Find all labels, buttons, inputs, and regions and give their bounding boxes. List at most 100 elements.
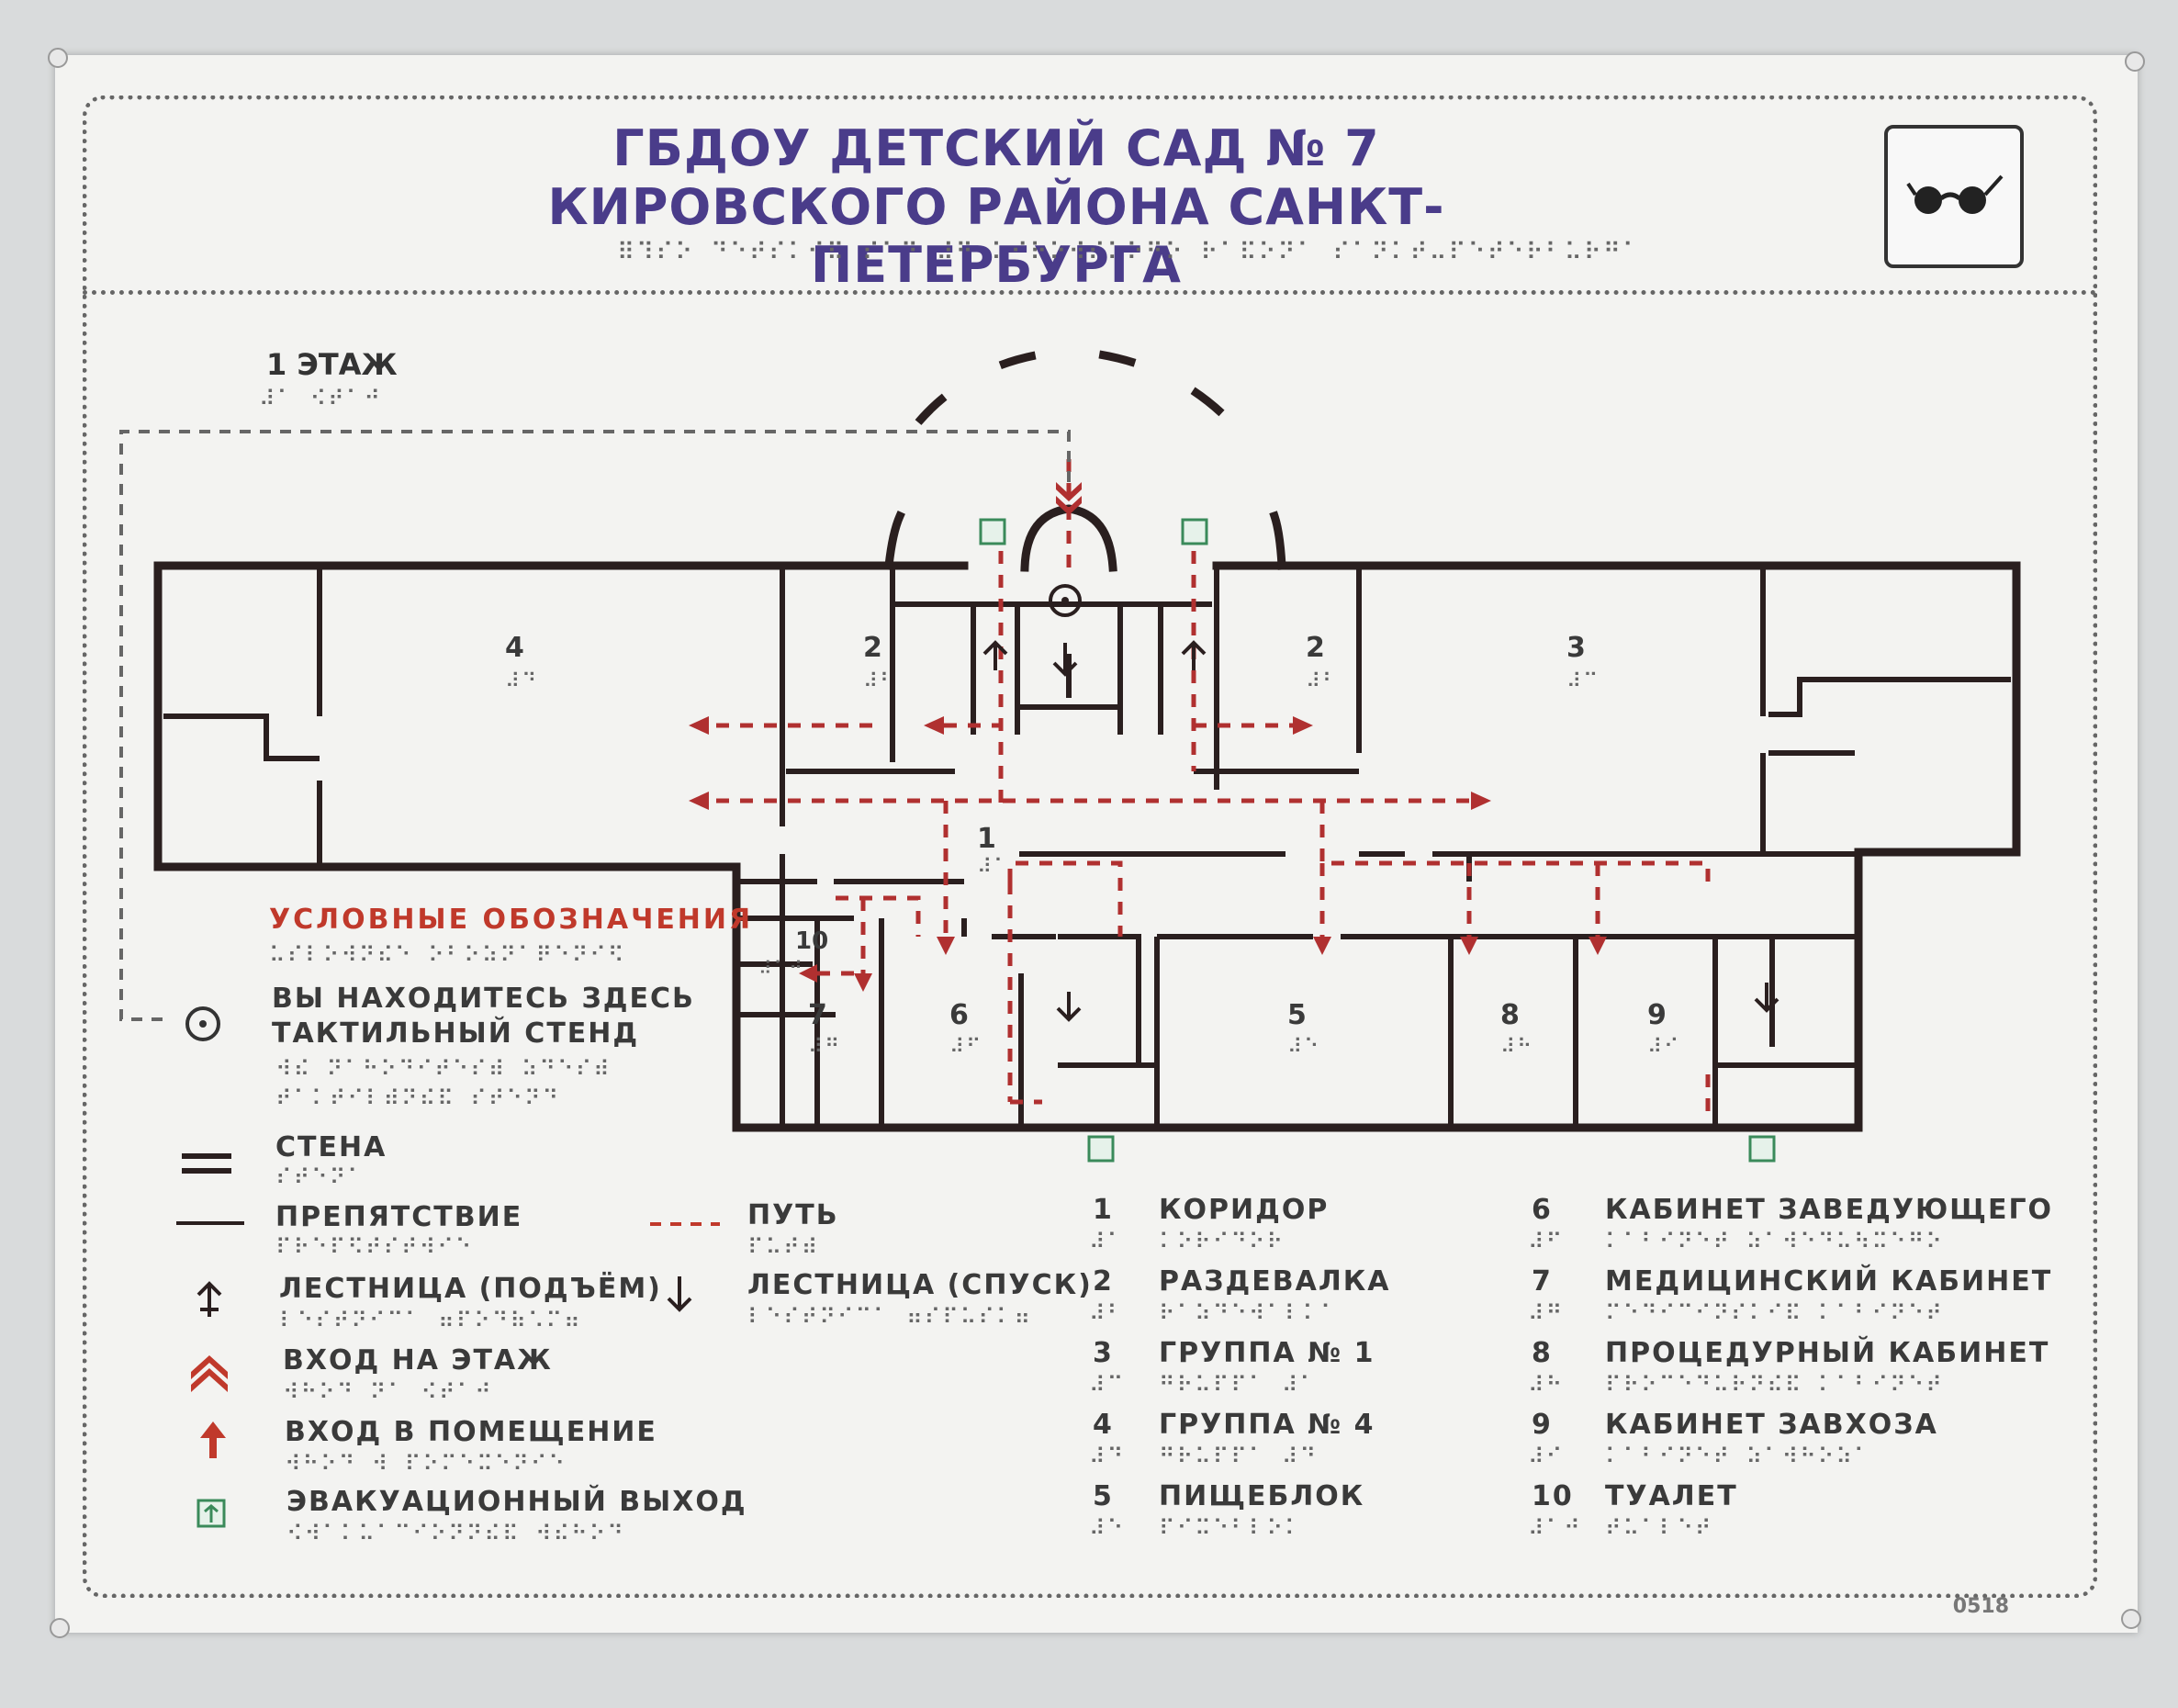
plate-frame [83, 96, 2097, 1598]
room-list-braille: ⠍⠑⠙⠊⠉⠊⠝⠎⠅⠊⠯ ⠅⠁⠃⠊⠝⠑⠞ [1605, 1300, 1944, 1326]
title-line-1: ГБДОУ ДЕТСКИЙ САД № 7 [612, 119, 1380, 177]
room-list-num: 2 [1093, 1265, 1114, 1298]
room-list-num: 7 [1532, 1265, 1553, 1298]
legend-here-line1: ВЫ НАХОДИТЕСЬ ЗДЕСЬ [272, 983, 695, 1015]
room-braille: ⠼⠁⠚ [758, 957, 804, 979]
legend-evacuation: ЭВАКУАЦИОННЫЙ ВЫХОД [286, 1486, 747, 1518]
room-number: 2 [863, 632, 882, 664]
room-list-num: 4 [1093, 1409, 1114, 1441]
screw-icon [48, 48, 68, 68]
room-list-braille: ⠅⠁⠃⠊⠝⠑⠞ ⠵⠁⠺⠑⠙⠥⠳⠭⠑⠛⠕ [1605, 1229, 1944, 1254]
room-list-braille: ⠅⠁⠃⠊⠝⠑⠞ ⠵⠁⠺⠓⠕⠵⠁ [1605, 1444, 1872, 1469]
room-list-num-braille: ⠼⠓ [1528, 1372, 1565, 1398]
room-list-num-braille: ⠼⠊ [1528, 1444, 1565, 1469]
legend-entrance-room-braille: ⠺⠓⠕⠙ ⠺ ⠏⠕⠍⠑⠭⠑⠝⠊⠑ [285, 1451, 567, 1477]
room-list-num-braille: ⠼⠁⠚ [1528, 1515, 1582, 1541]
legend-title-braille: ⠥⠎⠇⠕⠺⠝⠮⠑ ⠕⠃⠕⠵⠝⠁⠟⠑⠝⠊⠫ [269, 942, 626, 968]
title-line-2: КИРОВСКОГО РАЙОНА САНКТ-ПЕТЕРБУРГА [547, 178, 1445, 294]
room-number: 2 [1306, 632, 1325, 664]
room-list-braille: ⠛⠗⠥⠏⠏⠁ ⠼⠁ [1159, 1372, 1319, 1398]
legend-here-braille-1: ⠺⠮ ⠝⠁⠓⠕⠙⠊⠞⠑⠎⠾ ⠵⠙⠑⠎⠾ [275, 1056, 612, 1082]
room-list-num-braille: ⠼⠉ [1089, 1372, 1126, 1398]
room-list-num-braille: ⠼⠑ [1089, 1515, 1126, 1541]
entrance-floor-icon [191, 1355, 228, 1392]
room-braille: ⠼⠙ [505, 670, 539, 693]
floor-braille: ⠼⠁ ⠪⠞⠁⠚ [259, 386, 382, 411]
room-number: 3 [1566, 632, 1586, 664]
room-list-braille: ⠏⠗⠕⠉⠑⠙⠥⠗⠝⠮⠯ ⠅⠁⠃⠊⠝⠑⠞ [1605, 1372, 1944, 1398]
room-number: 4 [505, 632, 524, 664]
legend-obstacle-braille: ⠏⠗⠑⠏⠫⠞⠎⠞⠺⠊⠑ [275, 1234, 474, 1260]
evacuation-exit-icon [196, 1499, 226, 1528]
room-number: 7 [808, 999, 827, 1031]
screw-icon [2121, 1609, 2141, 1629]
legend-wall-braille: ⠎⠞⠑⠝⠁ [275, 1164, 365, 1190]
room-braille: ⠼⠛ [808, 1036, 842, 1059]
room-list-name: РАЗДЕВАЛКА [1159, 1265, 1391, 1298]
path-symbol-icon [650, 1222, 720, 1226]
screw-icon [50, 1618, 70, 1638]
legend-here-braille-2: ⠞⠁⠅⠞⠊⠇⠾⠝⠮⠯ ⠎⠞⠑⠝⠙ [275, 1085, 561, 1111]
room-number: 6 [949, 999, 969, 1031]
legend-entrance-floor: ВХОД НА ЭТАЖ [283, 1344, 553, 1377]
entrance-room-icon [200, 1421, 226, 1458]
room-list-num-braille: ⠼⠙ [1089, 1444, 1126, 1469]
room-list-braille: ⠗⠁⠵⠙⠑⠺⠁⠇⠅⠁ [1159, 1300, 1339, 1326]
room-list-num: 8 [1532, 1337, 1553, 1369]
floor-label: 1 ЭТАЖ [266, 347, 398, 382]
room-braille: ⠼⠁ [977, 856, 1011, 879]
room-list-name: ГРУППА № 1 [1159, 1337, 1375, 1369]
room-list-num-braille: ⠼⠛ [1528, 1300, 1565, 1326]
obstacle-symbol-icon [176, 1221, 244, 1225]
room-list-num: 3 [1093, 1337, 1114, 1369]
room-list-num: 10 [1532, 1480, 1574, 1512]
room-number: 8 [1500, 999, 1520, 1031]
wall-symbol-icon [182, 1153, 231, 1174]
legend-entrance-room: ВХОД В ПОМЕЩЕНИЕ [285, 1416, 657, 1448]
room-number: 9 [1647, 999, 1667, 1031]
title-braille: ⠿⠹⠎⠕ ⠙⠑⠞⠎⠅⠊⠯ ⠎⠁⠙ ⠼⠛ ⠅⠊⠗⠕⠺⠎⠅⠕⠛⠕ ⠗⠁⠯⠕⠝⠁ ⠎⠁… [617, 239, 1642, 266]
floor-plan [119, 346, 2021, 1163]
room-list-name: КАБИНЕТ ЗАВЕДУЮЩЕГО [1605, 1194, 2054, 1226]
stairs-up-icon [196, 1281, 222, 1317]
legend-stairs-up: ЛЕСТНИЦА (ПОДЪЁМ) [279, 1273, 662, 1305]
room-list-name: ГРУППА № 4 [1159, 1409, 1375, 1441]
room-list-num: 9 [1532, 1409, 1553, 1441]
screw-icon [2125, 51, 2145, 72]
room-number: 5 [1287, 999, 1307, 1031]
room-list-braille: ⠅⠕⠗⠊⠙⠕⠗ [1159, 1229, 1285, 1254]
legend-here-line2: ТАКТИЛЬНЫЙ СТЕНД [272, 1017, 640, 1050]
room-list-num-braille: ⠼⠋ [1528, 1229, 1565, 1254]
room-list-name: КОРИДОР [1159, 1194, 1330, 1226]
stairs-down-icon [667, 1276, 692, 1312]
legend-evacuation-braille: ⠪⠺⠁⠅⠥⠁⠉⠊⠕⠝⠝⠮⠯ ⠺⠮⠓⠕⠙ [286, 1521, 625, 1546]
plate-code: 0518 [1952, 1595, 2009, 1618]
room-list-num: 6 [1532, 1194, 1553, 1226]
room-number: 10 [795, 927, 829, 955]
legend-path: ПУТЬ [747, 1199, 839, 1231]
legend-entrance-floor-braille: ⠺⠓⠕⠙ ⠝⠁ ⠪⠞⠁⠚ [283, 1379, 493, 1405]
room-braille: ⠼⠋ [949, 1036, 983, 1059]
room-list-name: КАБИНЕТ ЗАВХОЗА [1605, 1409, 1938, 1441]
room-braille: ⠼⠃ [1306, 670, 1340, 693]
room-list-name: ПРОЦЕДУРНЫЙ КАБИНЕТ [1605, 1337, 2050, 1369]
tactile-plate: ГБДОУ ДЕТСКИЙ САД № 7 КИРОВСКОГО РАЙОНА … [48, 48, 2145, 1638]
room-list-num: 5 [1093, 1480, 1114, 1512]
room-braille: ⠼⠓ [1500, 1036, 1534, 1059]
legend-stairs-down-braille: ⠇⠑⠎⠞⠝⠊⠉⠁ ⠶⠎⠏⠥⠎⠅⠶ [747, 1304, 1033, 1330]
room-braille: ⠼⠑ [1287, 1036, 1321, 1059]
legend-obstacle: ПРЕПЯТСТВИЕ [275, 1201, 523, 1233]
room-list-name: ТУАЛЕТ [1605, 1480, 1738, 1512]
room-list-num-braille: ⠼⠃ [1089, 1300, 1126, 1326]
room-braille: ⠼⠃ [863, 670, 897, 693]
legend-stairs-down: ЛЕСТНИЦА (СПУСК) [747, 1269, 1093, 1301]
header-divider [83, 290, 2097, 295]
legend-path-braille: ⠏⠥⠞⠾ [747, 1234, 820, 1260]
legend-wall: СТЕНА [275, 1131, 387, 1163]
room-braille: ⠼⠉ [1566, 670, 1600, 693]
room-braille: ⠼⠊ [1647, 1036, 1681, 1059]
glasses-icon [1884, 125, 2024, 268]
legend-stairs-up-braille: ⠇⠑⠎⠞⠝⠊⠉⠁ ⠶⠏⠕⠙⠷⠡⠍⠶ [279, 1308, 582, 1333]
legend-title: УСЛОВНЫЕ ОБОЗНАЧЕНИЯ [269, 904, 754, 936]
room-number: 1 [977, 823, 996, 855]
